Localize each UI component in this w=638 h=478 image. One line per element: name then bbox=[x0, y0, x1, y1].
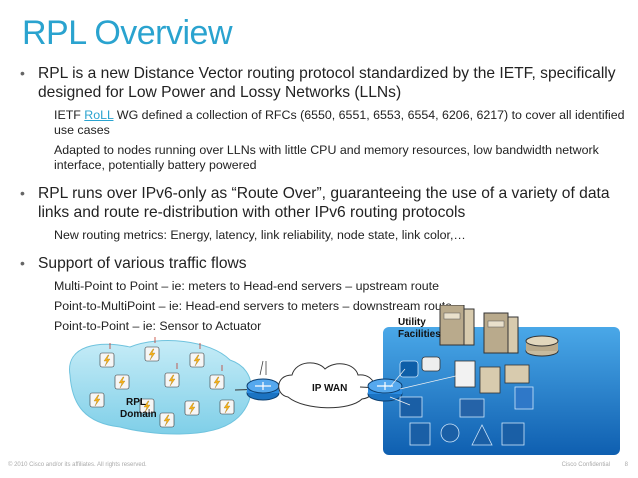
footer-confidential: Cisco Confidential bbox=[561, 462, 610, 468]
bullet-1: • RPL is a new Distance Vector routing p… bbox=[18, 64, 628, 102]
antenna-icons bbox=[109, 337, 223, 371]
lightning-icons bbox=[93, 348, 231, 427]
sub-bullet-1-1-pre: IETF bbox=[54, 108, 85, 122]
ip-wan-cloud bbox=[278, 362, 375, 409]
sub-bullet-2-1: New routing metrics: Energy, latency, li… bbox=[54, 228, 466, 242]
utility-links bbox=[389, 368, 461, 406]
bullet-2: • RPL runs over IPv6-only as “Route Over… bbox=[18, 184, 628, 222]
rpl-label-2: Domain bbox=[120, 409, 157, 420]
utility-facilities-area bbox=[383, 327, 620, 455]
utility-label-2: Facilities bbox=[398, 329, 441, 340]
sub-bullet-1-2: Adapted to nodes running over LLNs with … bbox=[54, 143, 599, 172]
network-diagram: RPL Domain IP WAN Utility Facilities bbox=[60, 304, 620, 455]
roll-link[interactable]: RoLL bbox=[84, 108, 114, 122]
bullet-dot: • bbox=[20, 185, 25, 201]
rpl-label-1: RPL bbox=[126, 397, 146, 408]
sub-bullet-3-3: Point-to-Point – ie: Sensor to Actuator bbox=[54, 319, 262, 333]
network-diagram-svg bbox=[69, 304, 620, 455]
server-cabinets-icon bbox=[439, 304, 519, 354]
utility-device-icons bbox=[399, 356, 534, 446]
sub-bullet-1-1: IETF RoLL WG defined a collection of RFC… bbox=[18, 108, 628, 138]
sub-bullet-3-2: Point-to-MultiPoint – ie: Head-end serve… bbox=[54, 299, 453, 313]
rpl-router-icon bbox=[246, 360, 280, 401]
utility-label-1: Utility bbox=[398, 317, 426, 328]
bullet-3-text: Support of various traffic flows bbox=[38, 255, 247, 272]
footer-copyright: © 2010 Cisco and/or its affiliates. All … bbox=[8, 462, 147, 468]
utility-router-icon bbox=[367, 378, 403, 402]
bullet-dot: • bbox=[20, 255, 25, 271]
bullet-dot: • bbox=[20, 65, 25, 81]
bullet-1-text: RPL is a new Distance Vector routing pro… bbox=[38, 65, 616, 101]
slide-content: • RPL is a new Distance Vector routing p… bbox=[18, 64, 628, 339]
slide-title: RPL Overview bbox=[22, 14, 233, 52]
bullet-3: • Support of various traffic flows bbox=[18, 254, 628, 273]
sub-bullet-1-1-post: WG defined a collection of RFCs (6550, 6… bbox=[54, 108, 625, 137]
storage-cylinder-icon bbox=[525, 335, 559, 357]
bullet-2-text: RPL runs over IPv6-only as “Route Over”,… bbox=[38, 185, 610, 221]
sub-bullet-3-1: Multi-Point to Point – ie: meters to Hea… bbox=[54, 279, 439, 293]
ip-wan-label: IP WAN bbox=[312, 383, 348, 394]
page-number: 8 bbox=[624, 462, 628, 468]
